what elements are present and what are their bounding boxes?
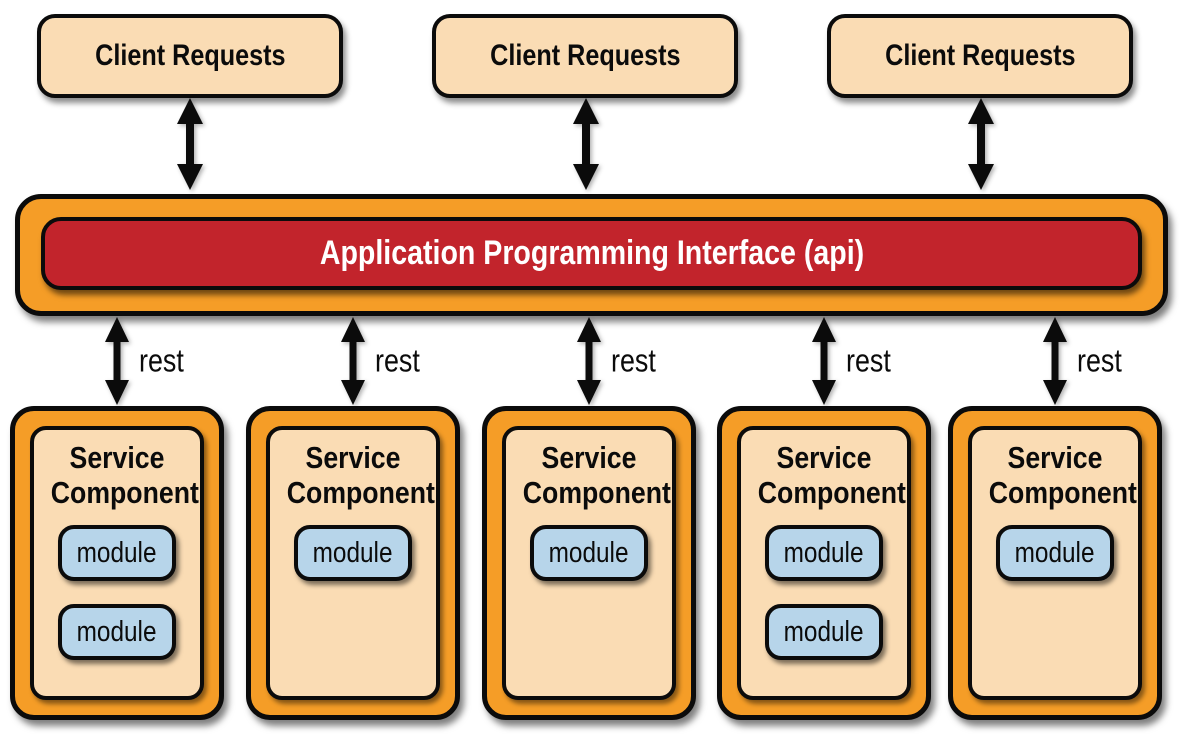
service-component-card: Service Component module: [482, 406, 696, 720]
rest-label: rest: [846, 342, 891, 379]
module-box: module: [996, 525, 1114, 582]
service-component-title: Service Component: [286, 440, 435, 510]
module-list: module module: [40, 525, 194, 661]
module-label: module: [313, 536, 393, 569]
module-box: module: [58, 525, 176, 582]
client-requests-box: Client Requests: [432, 14, 738, 98]
rest-link: rest: [103, 317, 193, 405]
module-label: module: [77, 615, 157, 648]
service-component-title: Service Component: [522, 440, 671, 510]
client-requests-box: Client Requests: [827, 14, 1133, 98]
module-box: module: [765, 604, 883, 661]
service-component-inner: Service Component module: [266, 426, 440, 700]
module-list: module: [276, 525, 430, 582]
rest-label: rest: [139, 342, 184, 379]
client-requests-label: Client Requests: [489, 39, 681, 72]
service-component-card: Service Component module module: [717, 406, 931, 720]
client-requests-box: Client Requests: [37, 14, 343, 98]
rest-label: rest: [375, 342, 420, 379]
service-component-card: Service Component module: [246, 406, 460, 720]
double-arrow-icon: [176, 98, 204, 190]
double-arrow-icon: [810, 317, 838, 405]
rest-link: rest: [575, 317, 665, 405]
module-box: module: [294, 525, 412, 582]
double-arrow-icon: [967, 98, 995, 190]
module-list: module: [512, 525, 666, 582]
module-label: module: [784, 536, 864, 569]
module-label: module: [549, 536, 629, 569]
client-requests-label: Client Requests: [94, 39, 286, 72]
rest-label: rest: [1077, 342, 1122, 379]
api-label: Application Programming Interface (api): [319, 234, 864, 272]
service-component-title: Service Component: [50, 440, 199, 510]
service-component-inner: Service Component module: [968, 426, 1142, 700]
module-box: module: [530, 525, 648, 582]
service-component-title: Service Component: [988, 440, 1137, 510]
module-label: module: [1015, 536, 1095, 569]
double-arrow-icon: [103, 317, 131, 405]
double-arrow-icon: [575, 317, 603, 405]
api-label-box: Application Programming Interface (api): [41, 217, 1142, 290]
double-arrow-icon: [1041, 317, 1069, 405]
service-component-inner: Service Component module module: [737, 426, 911, 700]
api-layer-band: Application Programming Interface (api): [15, 194, 1168, 316]
service-component-inner: Service Component module module: [30, 426, 204, 700]
rest-label: rest: [611, 342, 656, 379]
rest-link: rest: [810, 317, 900, 405]
module-box: module: [58, 604, 176, 661]
module-label: module: [784, 615, 864, 648]
double-arrow-icon: [572, 98, 600, 190]
service-component-title: Service Component: [757, 440, 906, 510]
service-component-inner: Service Component module: [502, 426, 676, 700]
rest-link: rest: [339, 317, 429, 405]
module-label: module: [77, 536, 157, 569]
module-list: module module: [747, 525, 901, 661]
module-box: module: [765, 525, 883, 582]
double-arrow-icon: [339, 317, 367, 405]
service-component-card: Service Component module module: [10, 406, 224, 720]
module-list: module: [978, 525, 1132, 582]
service-component-card: Service Component module: [948, 406, 1162, 720]
rest-link: rest: [1041, 317, 1131, 405]
client-requests-label: Client Requests: [884, 39, 1076, 72]
